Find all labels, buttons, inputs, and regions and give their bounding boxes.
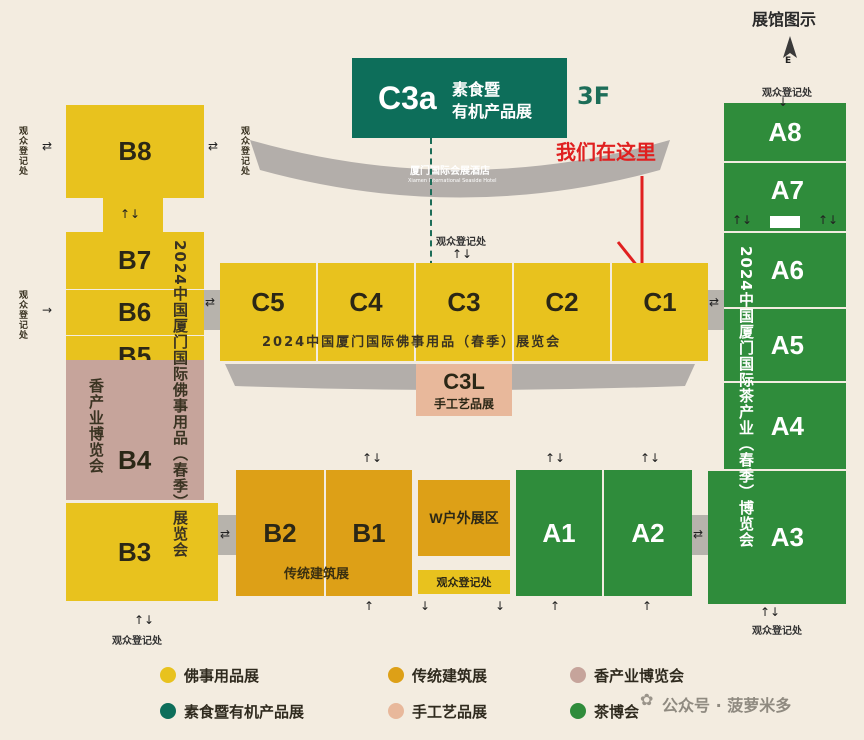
hall-a5[interactable]: A5 xyxy=(724,309,846,381)
hall-c3l[interactable]: C3L 手工艺品展 xyxy=(416,364,512,416)
passage-c1-a5 xyxy=(708,290,724,330)
hall-c1[interactable]: C1 xyxy=(612,263,708,361)
hall-c3a-line2: 有机产品展 xyxy=(452,104,533,121)
c-row-banner: 2024中国厦门国际佛事用品（春季）展览会 xyxy=(262,335,562,350)
hall-b1[interactable]: B1 xyxy=(326,470,412,596)
a-column-banner: 2024中国厦门国际茶产业（春季）博览会 xyxy=(737,246,755,548)
hall-a3[interactable]: A3 xyxy=(708,471,846,604)
here-label: 我们在这里 xyxy=(556,140,656,164)
hall-b2[interactable]: B2 xyxy=(236,470,324,596)
hall-c4[interactable]: C4 xyxy=(318,263,414,361)
hotel-name: 厦门国际会展酒店 xyxy=(410,166,490,177)
arrow-b6-c5-icon: ⇄ xyxy=(205,295,216,309)
arrow-b3-bottom-icon: ↑↓ xyxy=(134,613,155,627)
hall-a2[interactable]: A2 xyxy=(604,470,692,596)
registration-w[interactable]: 观众登记处 xyxy=(418,570,510,594)
passage-a2-a3 xyxy=(692,515,708,555)
c3a-floor-label: 3F xyxy=(577,82,611,110)
legend-label-buddhist: 佛事用品展 xyxy=(184,667,260,685)
legend-dot-handicraft xyxy=(388,703,404,719)
arrow-a3-bottom-icon: ↑↓ xyxy=(760,605,781,619)
arrow-a2-a3-icon: ⇄ xyxy=(693,527,704,541)
hall-c3a-code: C3a xyxy=(378,79,437,116)
map-title: 展馆图示 xyxy=(752,10,817,29)
c3a-connector-line xyxy=(430,138,432,318)
registration-b3-bottom: 观众登记处 xyxy=(112,636,162,647)
hotel-arc xyxy=(250,140,670,198)
hall-c3l-code: C3L xyxy=(443,368,485,394)
compass-label: E xyxy=(785,56,792,66)
hall-c5[interactable]: C5 xyxy=(220,263,316,361)
registration-a8-top: 观众登记处 xyxy=(762,88,812,99)
legend-dot-architecture xyxy=(388,667,404,683)
hall-b4[interactable]: B4 xyxy=(66,360,204,500)
legend-label-handicraft: 手工艺品展 xyxy=(412,703,488,721)
passage-b3-b2 xyxy=(218,515,236,555)
arrow-a1-top-icon: ↑↓ xyxy=(545,451,566,465)
arrow-b8-b7-icon: ↑↓ xyxy=(120,207,141,221)
a7-white-bar xyxy=(770,216,800,228)
incense-expo-label: 香产业博览会 xyxy=(87,378,105,474)
legend-label-tea: 茶博会 xyxy=(594,703,640,721)
registration-left-b6: 观众登记处 xyxy=(17,290,27,340)
hall-c3[interactable]: C3 xyxy=(416,263,512,361)
arrow-b6-left-icon: → xyxy=(42,303,53,317)
hall-c3a-line1: 素食暨 xyxy=(452,82,501,99)
b-column-banner: 2024中国厦门国际佛事用品（春季）展览会 xyxy=(171,240,189,558)
hall-w-outdoor[interactable]: W户外展区 xyxy=(418,480,510,556)
legend-dot-tea xyxy=(570,703,586,719)
hall-b8[interactable]: B8 xyxy=(66,105,204,198)
hotel-name-en: Xiamen International Seaside Hotel xyxy=(408,178,497,184)
hall-b7[interactable]: B7 xyxy=(66,232,204,289)
legend-dot-incense xyxy=(570,667,586,683)
passage-b6-c5 xyxy=(204,290,220,330)
hall-b6[interactable]: B6 xyxy=(66,290,204,335)
legend-label-vegetarian: 素食暨有机产品展 xyxy=(184,703,305,721)
hall-b3[interactable]: B3 xyxy=(66,503,218,601)
watermark-icon: ✿ xyxy=(640,690,654,709)
registration-right-b8: 观众登记处 xyxy=(239,126,249,176)
arrow-b8-right-icon: ⇄ xyxy=(208,139,219,153)
arrow-b8-left-icon: ⇄ xyxy=(42,139,53,153)
legend-dot-vegetarian xyxy=(160,703,176,719)
arrow-b1-bottom-icon: ↑ xyxy=(364,599,375,613)
arrow-b3-b2-icon: ⇄ xyxy=(220,527,231,541)
arrow-c1-a5-icon: ⇄ xyxy=(709,295,720,309)
arrow-a7-left-icon: ↑↓ xyxy=(732,213,753,227)
watermark: 公众号 · 菠萝米多 xyxy=(662,696,792,715)
hall-a8[interactable]: A8 xyxy=(724,103,846,161)
arrow-c3-top-icon: ↑↓ xyxy=(452,247,473,261)
arrow-a8-top-icon: ↓ xyxy=(778,95,789,109)
registration-a3-bottom: 观众登记处 xyxy=(752,626,802,637)
registration-left-b8: 观众登记处 xyxy=(17,126,27,176)
arrow-a7-right-icon: ↑↓ xyxy=(818,213,839,227)
compass-icon xyxy=(783,36,797,58)
hall-c3l-name: 手工艺品展 xyxy=(433,396,494,411)
arrow-a2-top-icon: ↑↓ xyxy=(640,451,661,465)
arrow-a1-bottom-icon: ↑ xyxy=(550,599,561,613)
arrow-b1-top-icon: ↑↓ xyxy=(362,451,383,465)
hall-a7[interactable]: A7 xyxy=(724,163,846,231)
legend-dot-buddhist xyxy=(160,667,176,683)
arrow-a2-bottom-icon: ↑ xyxy=(642,599,653,613)
registration-c3-top: 观众登记处 xyxy=(436,237,486,248)
b8-b7-connector xyxy=(103,198,163,232)
legend-label-incense: 香产业博览会 xyxy=(594,667,685,685)
architecture-label: 传统建筑展 xyxy=(284,567,350,582)
arrow-w-bottom-right-icon: ↓ xyxy=(495,599,506,613)
hall-c3a[interactable]: C3a 素食暨 有机产品展 xyxy=(352,58,567,138)
hall-a1[interactable]: A1 xyxy=(516,470,602,596)
legend-label-architecture: 传统建筑展 xyxy=(412,667,488,685)
hall-a6[interactable]: A6 xyxy=(724,233,846,307)
arrow-w-bottom-left-icon: ↓ xyxy=(420,599,431,613)
hall-c2[interactable]: C2 xyxy=(514,263,610,361)
hall-a4[interactable]: A4 xyxy=(724,383,846,469)
